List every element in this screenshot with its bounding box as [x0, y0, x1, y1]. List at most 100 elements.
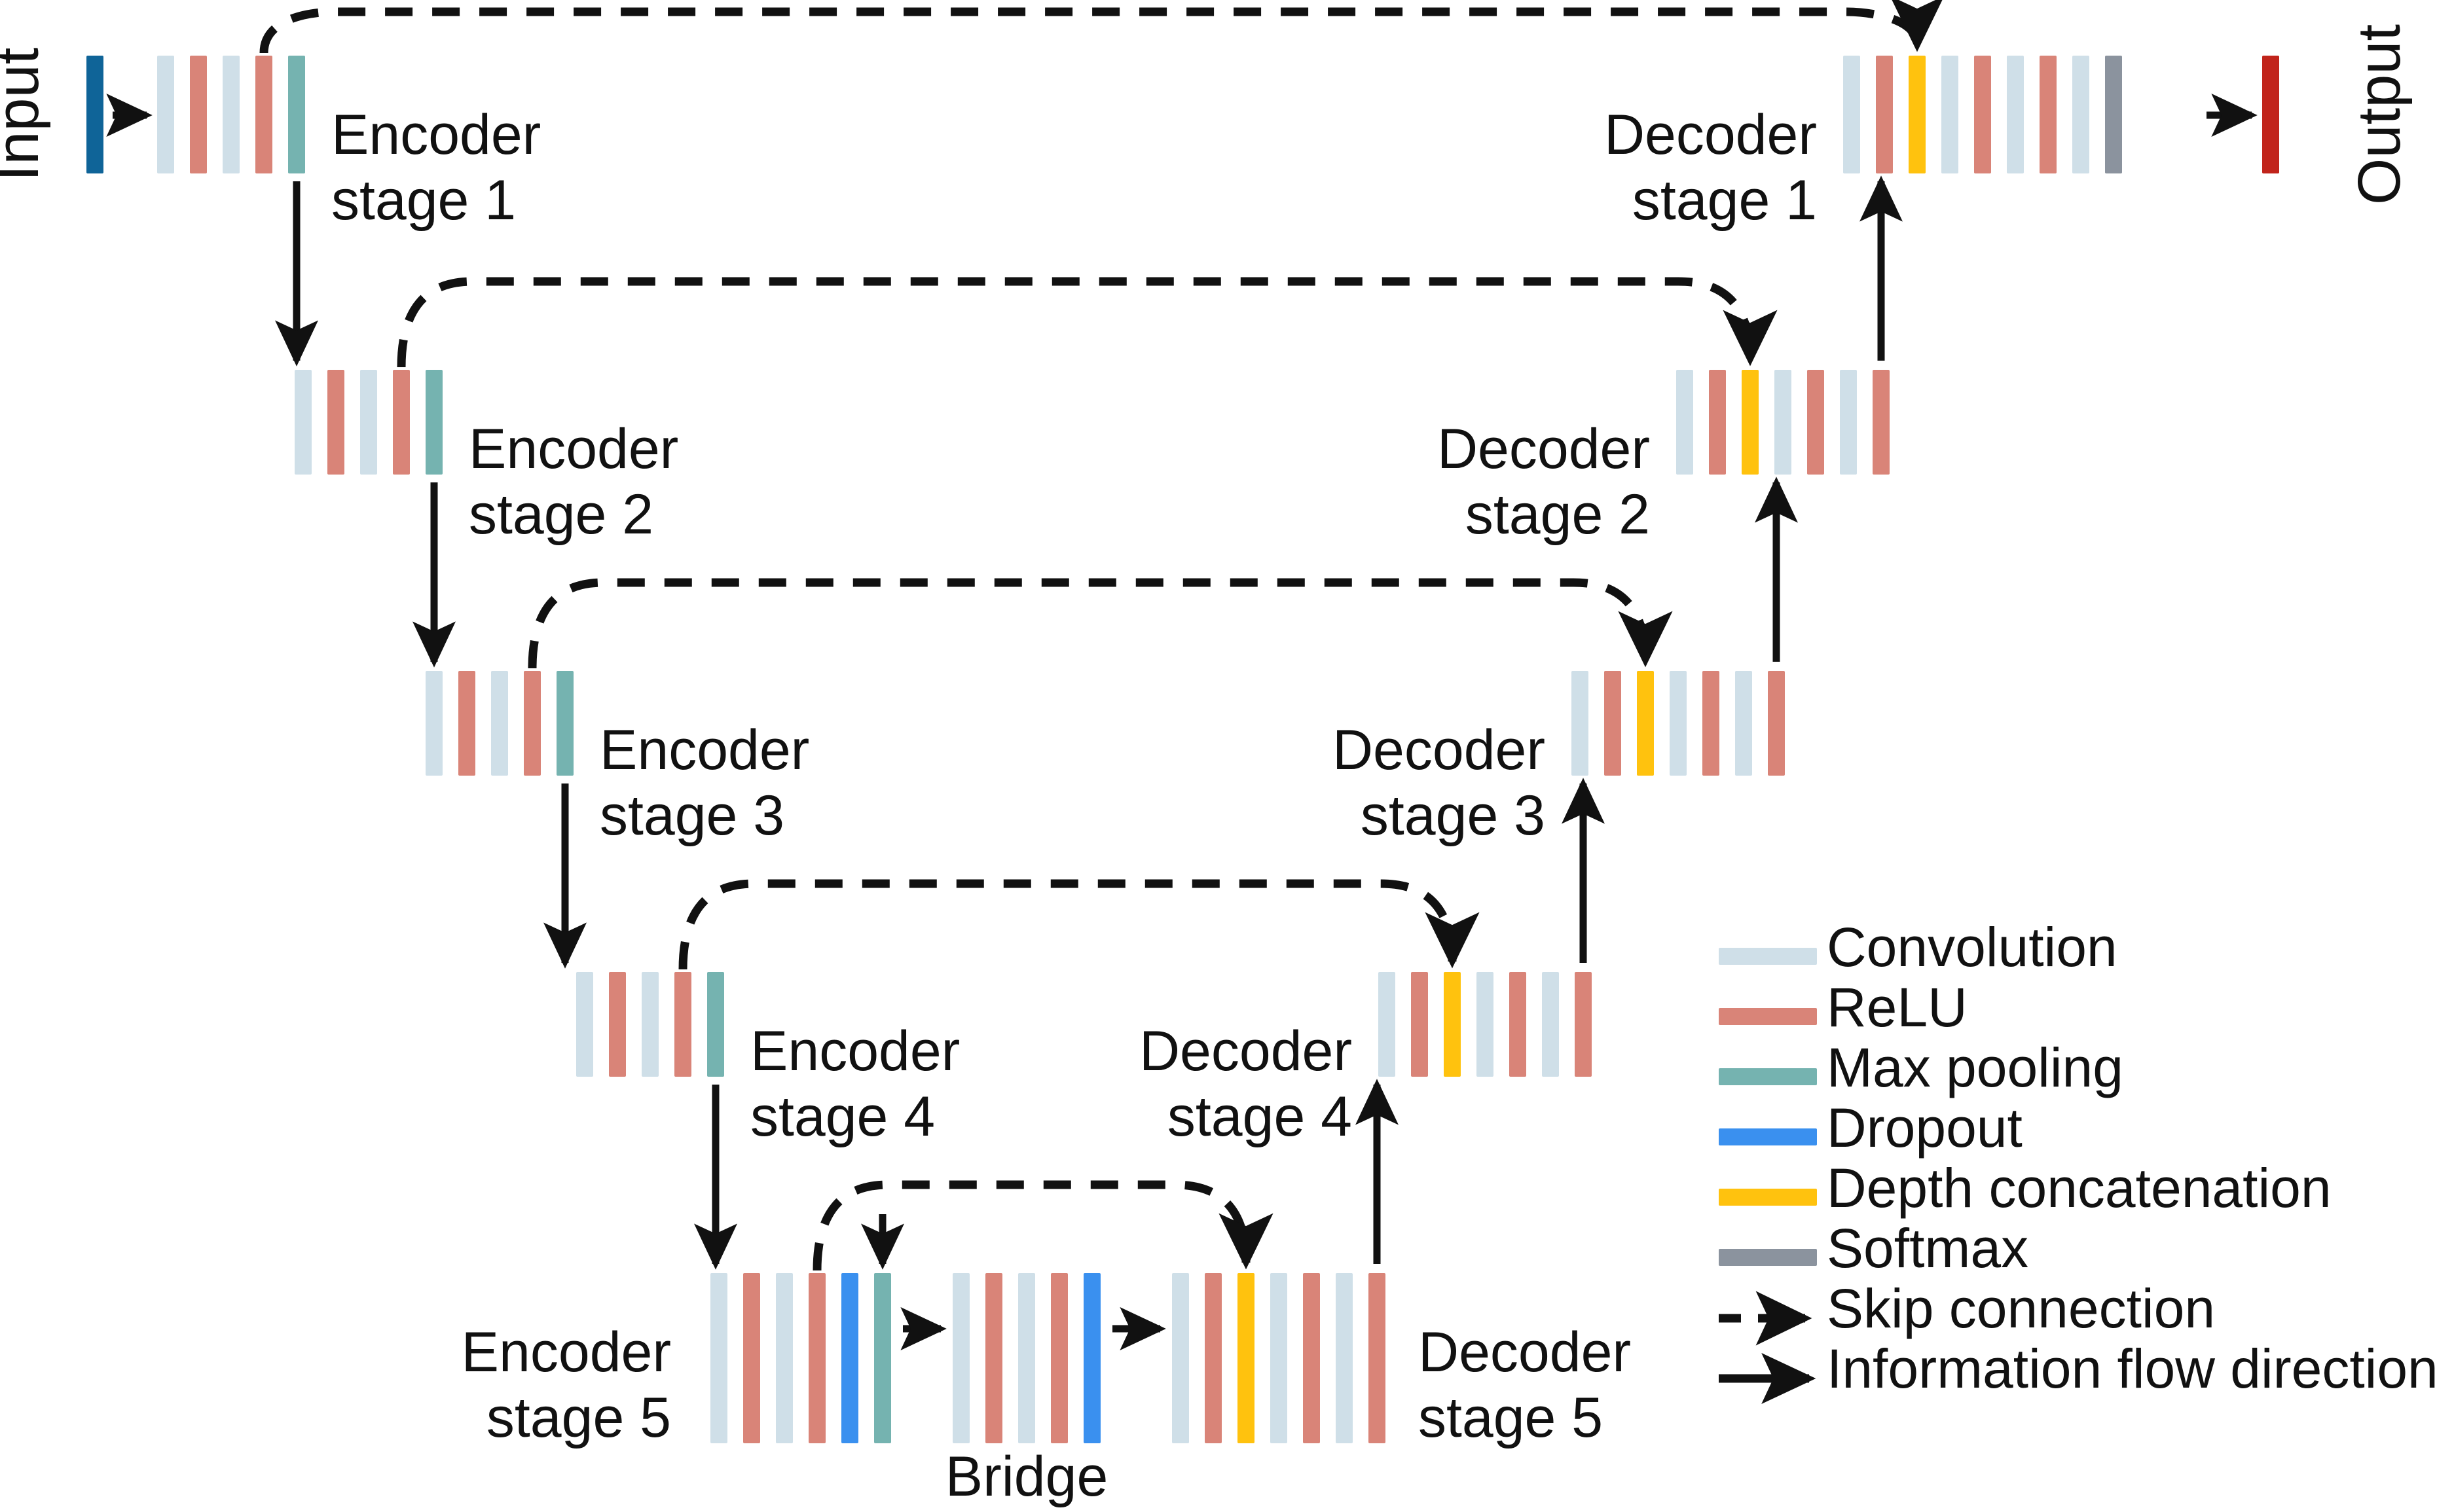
bridge-dropout[interactable]	[1084, 1273, 1101, 1443]
bridge-relu[interactable]	[1051, 1273, 1068, 1443]
encoder-3-max_pooling[interactable]	[557, 671, 574, 776]
decoder-2-convolution[interactable]	[1676, 370, 1693, 475]
decoder-stage-4-label-line2: stage 4	[1167, 1085, 1352, 1148]
decoder-4-relu[interactable]	[1411, 972, 1428, 1077]
decoder-2-relu[interactable]	[1873, 370, 1890, 475]
encoder-stage-1-label-line2: stage 1	[331, 169, 516, 232]
decoder-1-relu[interactable]	[1974, 56, 1991, 173]
encoder-1-convolution[interactable]	[157, 56, 174, 173]
output-bar[interactable]	[2262, 56, 2279, 173]
decoder-1-depth_concatenation[interactable]	[1909, 56, 1926, 173]
encoder-stage-2-label-line1: Encoder	[469, 418, 678, 480]
decoder-4-relu[interactable]	[1509, 972, 1526, 1077]
decoder-3-relu[interactable]	[1702, 671, 1719, 776]
decoder-5-relu[interactable]	[1205, 1273, 1222, 1443]
encoder-5-convolution[interactable]	[776, 1273, 793, 1443]
decoder-2-convolution[interactable]	[1840, 370, 1857, 475]
encoder-1-convolution[interactable]	[223, 56, 240, 173]
encoder-2-convolution[interactable]	[295, 370, 312, 475]
encoder-2-convolution[interactable]	[360, 370, 377, 475]
decoder-3-relu[interactable]	[1768, 671, 1785, 776]
decoder-3-relu[interactable]	[1604, 671, 1621, 776]
input-bar[interactable]	[86, 56, 103, 173]
encoder-1-relu[interactable]	[190, 56, 207, 173]
encoder-stage-4-label-line2: stage 4	[750, 1085, 935, 1148]
encoder-2-relu[interactable]	[327, 370, 344, 475]
encoder-stage-3-label-line1: Encoder	[600, 719, 809, 782]
bridge-relu[interactable]	[985, 1273, 1002, 1443]
skip-connection-5	[813, 1180, 1273, 1271]
decoder-4-relu[interactable]	[1575, 972, 1592, 1077]
encoder-5-relu[interactable]	[809, 1273, 826, 1443]
skip-connection-1	[259, 0, 1945, 54]
decoder-4-convolution[interactable]	[1476, 972, 1493, 1077]
decoder-4-convolution[interactable]	[1542, 972, 1559, 1077]
encoder-stage-3-label-line2: stage 3	[600, 784, 784, 847]
decoder-3-depth_concatenation[interactable]	[1637, 671, 1654, 776]
decoder-4-convolution[interactable]	[1378, 972, 1395, 1077]
decoder-2-depth_concatenation[interactable]	[1742, 370, 1759, 475]
decoder-stage-2-label-line1: Decoder	[1437, 418, 1650, 480]
encoder-4-relu[interactable]	[674, 972, 691, 1077]
legend-swatch-max_pooling	[1719, 1068, 1817, 1085]
decoder-4-depth_concatenation[interactable]	[1444, 972, 1461, 1077]
skip-connection-2	[397, 277, 1778, 368]
decoder-3-convolution[interactable]	[1670, 671, 1687, 776]
encoder-5-relu[interactable]	[743, 1273, 760, 1443]
decoder-3-convolution[interactable]	[1735, 671, 1752, 776]
decoder-3-convolution[interactable]	[1571, 671, 1588, 776]
encoder-1-relu[interactable]	[255, 56, 272, 173]
encoder-2-max_pooling[interactable]	[426, 370, 443, 475]
legend-label-0: Convolution	[1827, 916, 2117, 978]
encoder-4-convolution[interactable]	[642, 972, 659, 1077]
decoder-1-convolution[interactable]	[1941, 56, 1958, 173]
bridge-convolution[interactable]	[1018, 1273, 1035, 1443]
encoder-4-max_pooling[interactable]	[707, 972, 724, 1077]
decoder-stage-5-label-line2: stage 5	[1418, 1386, 1603, 1449]
legend-label-5: Softmax	[1827, 1217, 2028, 1279]
decoder-5-convolution[interactable]	[1336, 1273, 1353, 1443]
decoder-1-convolution[interactable]	[2007, 56, 2024, 173]
output-label: Output	[2346, 24, 2413, 205]
decoder-5-relu[interactable]	[1368, 1273, 1385, 1443]
encoder-5-dropout[interactable]	[841, 1273, 858, 1443]
encoder-3-convolution[interactable]	[491, 671, 508, 776]
skip-connection-3	[528, 578, 1673, 669]
encoder-2-relu[interactable]	[393, 370, 410, 475]
decoder-1-convolution[interactable]	[2072, 56, 2089, 173]
encoder-3-relu[interactable]	[524, 671, 541, 776]
encoder-3-convolution[interactable]	[426, 671, 443, 776]
legend-label-4: Depth concatenation	[1827, 1157, 2332, 1219]
decoder-stage-2-label-line2: stage 2	[1465, 483, 1650, 546]
decoder-5-relu[interactable]	[1303, 1273, 1320, 1443]
decoder-stage-1-label-line1: Decoder	[1604, 103, 1817, 166]
bridge-convolution[interactable]	[953, 1273, 970, 1443]
decoder-1-convolution[interactable]	[1843, 56, 1860, 173]
legend-label-6: Skip connection	[1827, 1278, 2215, 1339]
decoder-stage-4-label-line1: Decoder	[1139, 1020, 1352, 1083]
decoder-1-relu[interactable]	[1876, 56, 1893, 173]
legend-swatch-depth_concatenation	[1719, 1189, 1817, 1206]
decoder-2-relu[interactable]	[1709, 370, 1726, 475]
encoder-stage-1-label-line1: Encoder	[331, 103, 541, 166]
encoder-4-convolution[interactable]	[576, 972, 593, 1077]
legend-label-1: ReLU	[1827, 977, 1968, 1038]
encoder-3-relu[interactable]	[458, 671, 475, 776]
decoder-2-convolution[interactable]	[1774, 370, 1791, 475]
encoder-5-max_pooling[interactable]	[874, 1273, 891, 1443]
encoder-5-convolution[interactable]	[710, 1273, 727, 1443]
decoder-1-relu[interactable]	[2040, 56, 2057, 173]
bridge-label: Bridge	[945, 1445, 1108, 1508]
decoder-2-relu[interactable]	[1807, 370, 1824, 475]
skip-connection-4	[678, 879, 1480, 970]
encoder-1-max_pooling[interactable]	[288, 56, 305, 173]
legend-swatch-dropout	[1719, 1128, 1817, 1145]
decoder-1-softmax[interactable]	[2105, 56, 2122, 173]
decoder-5-convolution[interactable]	[1172, 1273, 1189, 1443]
decoder-5-depth_concatenation[interactable]	[1237, 1273, 1254, 1443]
legend-swatch-relu	[1719, 1008, 1817, 1025]
encoder-4-relu[interactable]	[609, 972, 626, 1077]
decoder-5-convolution[interactable]	[1270, 1273, 1287, 1443]
